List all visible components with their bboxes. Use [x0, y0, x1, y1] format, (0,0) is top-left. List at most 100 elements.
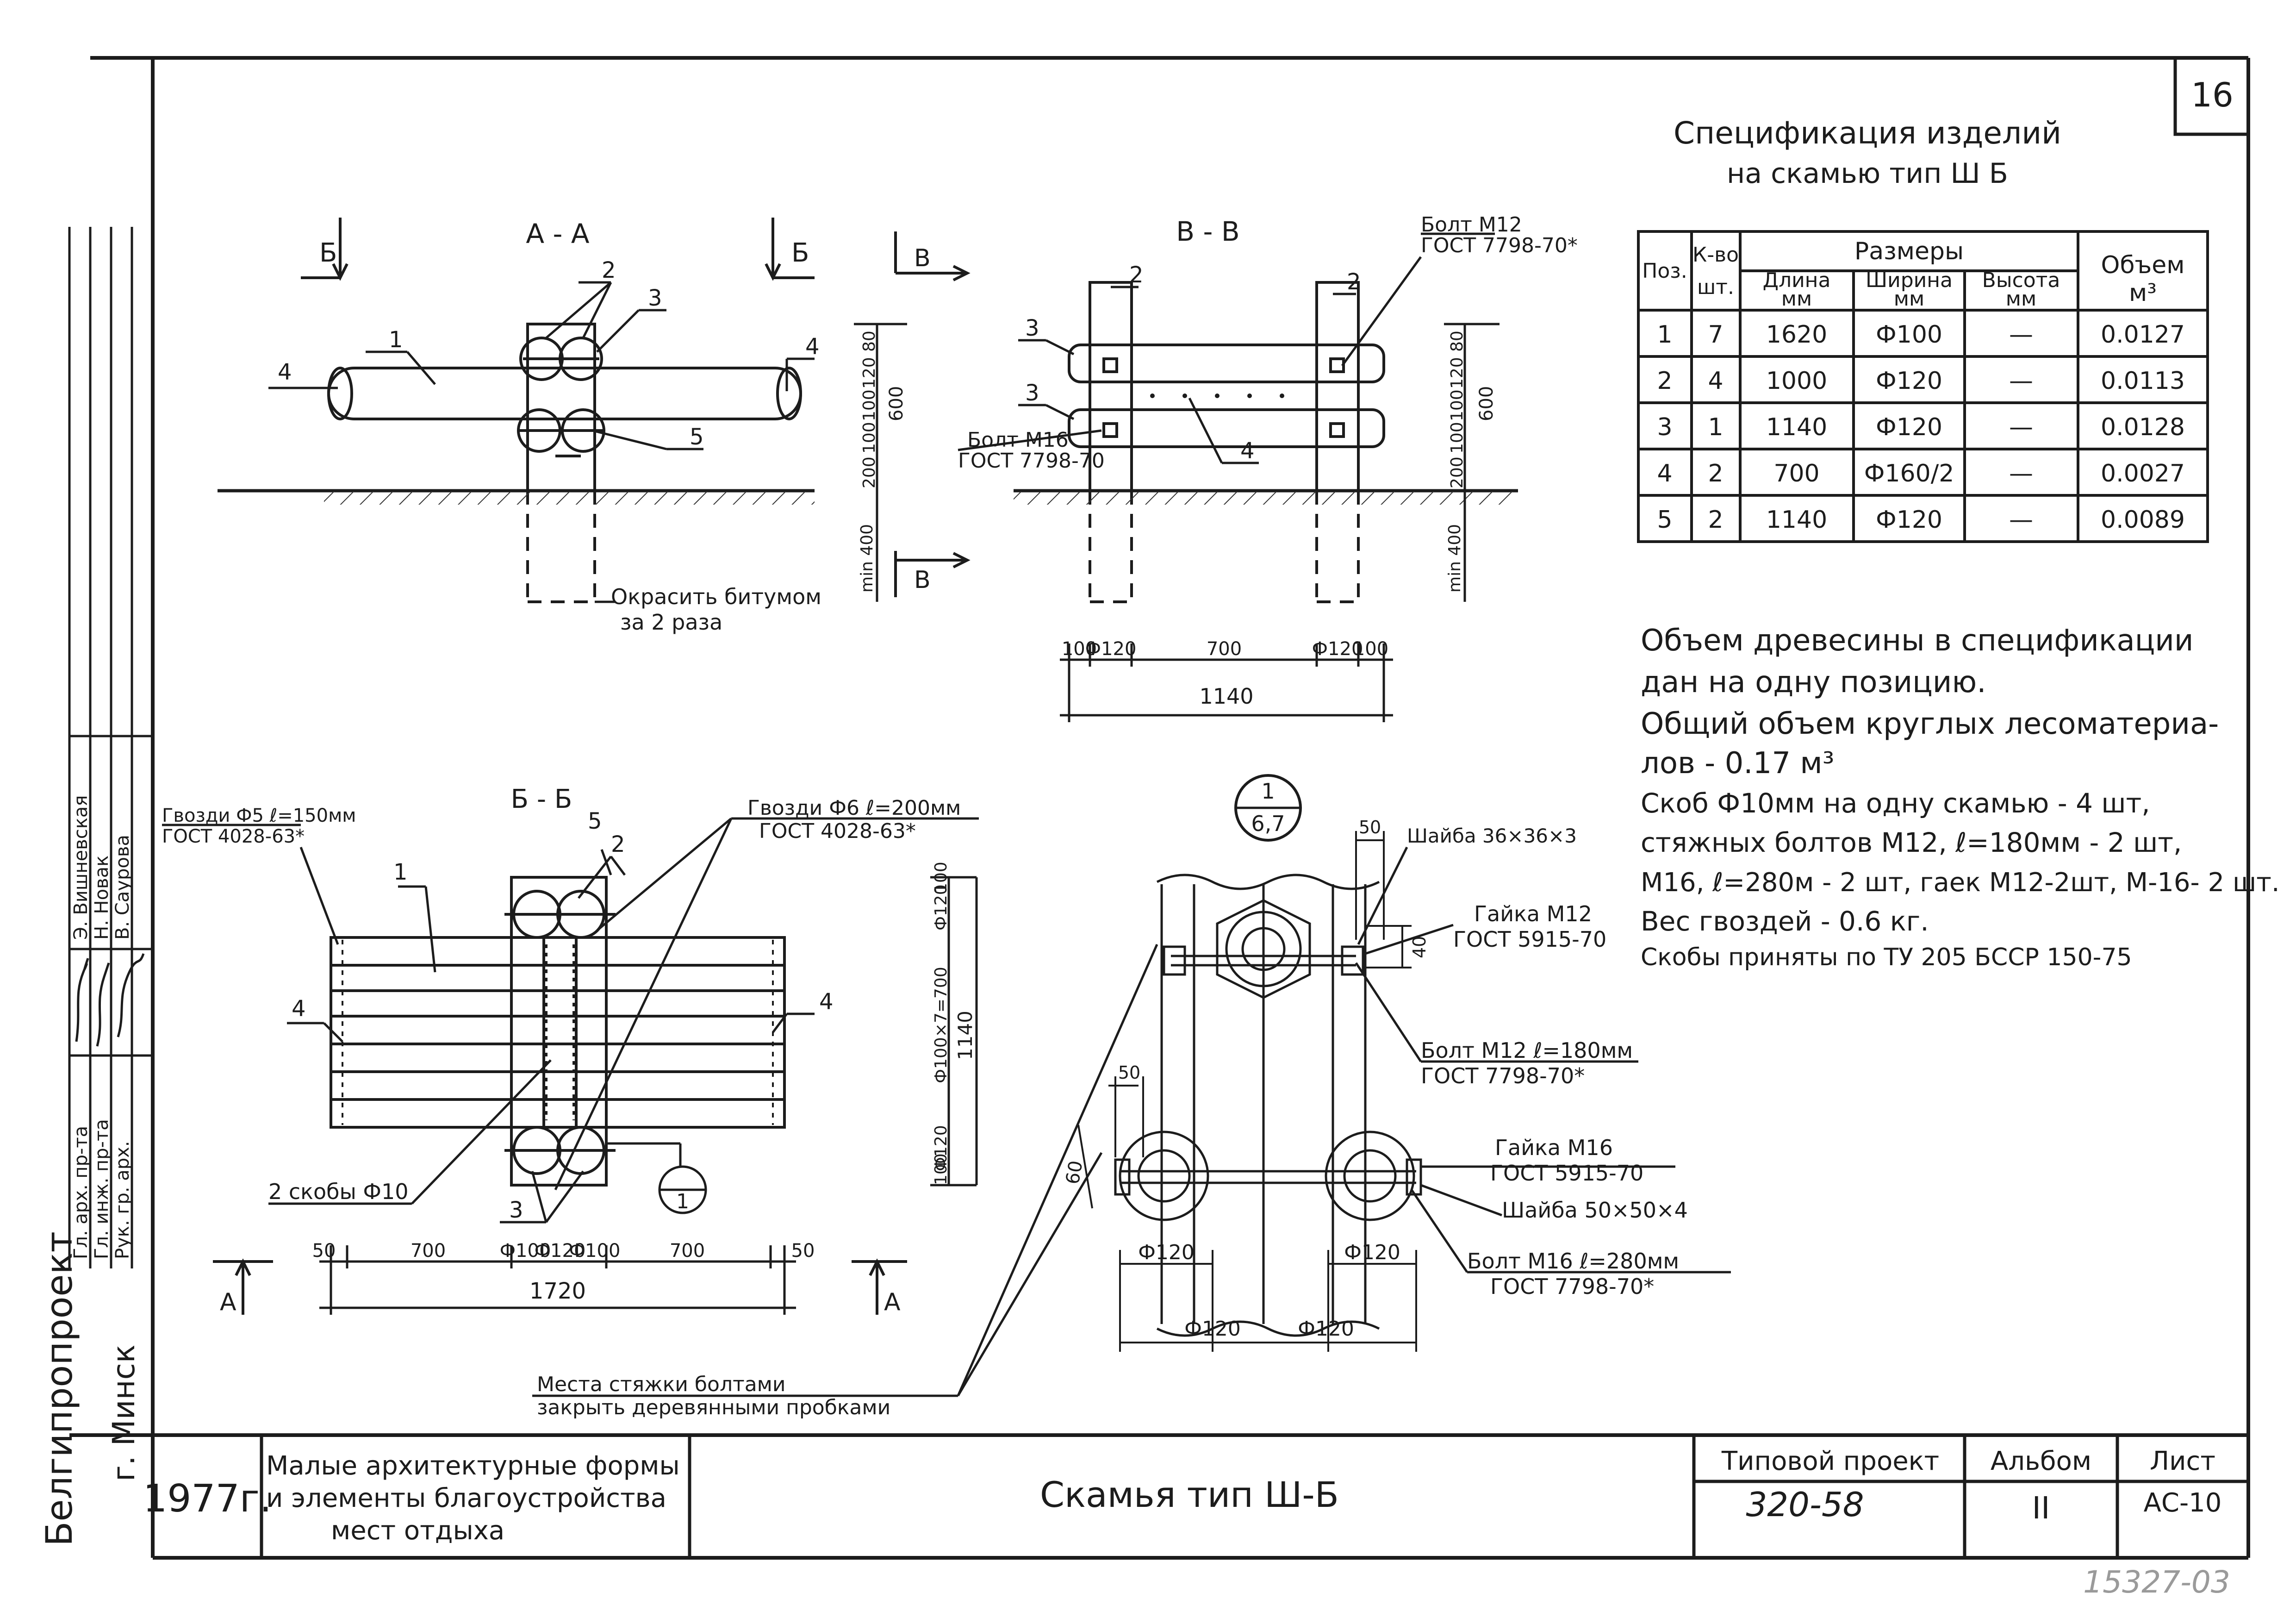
role-1: Гл. арх. пр-та [70, 1126, 92, 1259]
spec-row-1: 1 7 1620 Ф100 — 0.0127 [1657, 321, 2185, 349]
svg-text:80: 80 [860, 331, 879, 352]
svg-text:200: 200 [860, 456, 879, 488]
svg-text:100: 100 [932, 862, 951, 893]
svg-text:мм: мм [1781, 287, 1812, 311]
svg-text:Ф100×7=700: Ф100×7=700 [932, 967, 951, 1083]
svg-text:ГОСТ 7798-70: ГОСТ 7798-70 [958, 449, 1105, 473]
svg-text:1140: 1140 [1766, 413, 1827, 441]
svg-text:1: 1 [1657, 321, 1672, 349]
svg-text:Ф100: Ф100 [1876, 321, 1942, 349]
note-line-1: Объем древесины в спецификации [1641, 624, 2193, 658]
left-strip: Белгипропроект г. Минск Гл. арх. пр-та Г… [39, 227, 153, 1546]
svg-text:Ф120: Ф120 [1876, 367, 1942, 395]
svg-text:4: 4 [292, 996, 306, 1022]
svg-text:1620: 1620 [1766, 321, 1827, 349]
svg-text:—: — [2009, 321, 2033, 349]
svg-text:0.0027: 0.0027 [2101, 460, 2185, 487]
spec-section: Спецификация изделий на скамью тип Ш Б П… [1637, 115, 2209, 543]
svg-text:ГОСТ 7798-70*: ГОСТ 7798-70* [1421, 234, 1578, 257]
svg-text:ГОСТ 5915-70: ГОСТ 5915-70 [1490, 1161, 1643, 1186]
svg-text:Ф120: Ф120 [1138, 1241, 1195, 1264]
name-3: В. Саурова [112, 835, 133, 940]
svg-text:м³: м³ [2129, 279, 2157, 307]
view-b-b: Б - Б Гвозди Ф5 ℓ=150мм ГОСТ 402 [162, 784, 979, 1316]
note-line-9: Скобы приняты по ТУ 205 БССР 150-75 [1641, 943, 2132, 971]
svg-text:шт.: шт. [1697, 275, 1734, 299]
svg-text:2: 2 [1657, 367, 1672, 395]
svg-text:7: 7 [1708, 321, 1723, 349]
svg-text:Болт М12 ℓ=180мм: Болт М12 ℓ=180мм [1421, 1038, 1633, 1063]
svg-text:6,7: 6,7 [1251, 811, 1285, 836]
svg-text:Шайба 50×50×4: Шайба 50×50×4 [1502, 1198, 1688, 1223]
subject-line-1: Малые архитектурные формы [266, 1451, 680, 1481]
svg-text:К-во: К-во [1692, 243, 1739, 267]
svg-text:Ф120: Ф120 [932, 1125, 951, 1171]
svg-text:0.0127: 0.0127 [2101, 321, 2185, 349]
spec-table: Поз. К-во шт. Размеры Длина мм Ширина мм… [1637, 230, 2209, 543]
svg-text:1140: 1140 [1199, 684, 1253, 709]
svg-text:—: — [2009, 506, 2033, 534]
archive-stamp: 15327-03 [2083, 1564, 2230, 1600]
svg-text:2: 2 [1347, 269, 1361, 295]
svg-text:100: 100 [860, 422, 879, 454]
svg-text:Ф100: Ф100 [500, 1240, 551, 1262]
view-v-v-title: В - В [1176, 216, 1239, 247]
svg-text:А: А [220, 1288, 236, 1316]
svg-text:Ф120: Ф120 [932, 884, 951, 931]
project-label: Типовой проект [1721, 1446, 1939, 1476]
svg-text:Болт М16 ℓ=280мм: Болт М16 ℓ=280мм [1467, 1249, 1679, 1274]
svg-text:4: 4 [1708, 367, 1723, 395]
svg-text:5: 5 [588, 808, 602, 834]
spec-subtitle: на скамью тип Ш Б [1727, 157, 2008, 190]
svg-text:Размеры: Размеры [1854, 237, 1964, 265]
svg-text:3: 3 [1025, 315, 1039, 341]
svg-text:Объем: Объем [2101, 251, 2185, 279]
svg-text:1140: 1140 [1766, 506, 1827, 534]
svg-text:3: 3 [1025, 380, 1039, 406]
svg-text:—: — [2009, 460, 2033, 487]
svg-text:Б: Б [319, 238, 337, 268]
note-line-5: Скоб Ф10мм на одну скамью - 4 шт, [1641, 787, 2150, 819]
svg-text:50: 50 [312, 1240, 336, 1262]
album-label: Альбом [1991, 1446, 2091, 1476]
note-line-7: М16, ℓ=280м - 2 шт, гаек М12-2шт, М-16- … [1641, 868, 2280, 898]
svg-text:Шайба 36×36×3: Шайба 36×36×3 [1407, 824, 1577, 847]
view-b-b-title: Б - Б [511, 784, 572, 814]
svg-text:2 скобы Ф10: 2 скобы Ф10 [268, 1179, 409, 1204]
paint-note-2: за 2 раза [620, 610, 722, 635]
svg-text:5: 5 [1657, 506, 1672, 534]
svg-text:4: 4 [278, 359, 292, 385]
svg-text:min 400: min 400 [858, 524, 877, 593]
svg-text:Ф120: Ф120 [1085, 638, 1137, 660]
svg-text:закрыть деревянными пробками: закрыть деревянными пробками [537, 1396, 890, 1419]
svg-text:2: 2 [1708, 506, 1723, 534]
svg-text:В: В [914, 566, 931, 594]
svg-text:Ф100: Ф100 [569, 1240, 621, 1262]
svg-text:100: 100 [1448, 389, 1467, 421]
svg-text:мм: мм [2006, 287, 2036, 311]
svg-text:Ф120: Ф120 [1312, 638, 1363, 660]
svg-text:700: 700 [670, 1240, 705, 1262]
svg-text:2: 2 [1129, 262, 1144, 288]
signatures [75, 953, 145, 1047]
svg-text:Гайка М16: Гайка М16 [1495, 1135, 1613, 1160]
svg-text:60: 60 [1062, 1159, 1087, 1186]
svg-text:А: А [884, 1288, 901, 1316]
svg-text:120: 120 [860, 357, 879, 389]
svg-text:700: 700 [411, 1240, 446, 1262]
svg-text:200: 200 [1448, 456, 1467, 488]
svg-text:Ф120: Ф120 [1876, 506, 1942, 534]
drawing-name: Скамья тип Ш-Б [1040, 1474, 1339, 1515]
svg-text:50: 50 [1359, 817, 1381, 837]
svg-text:ГОСТ 4028-63*: ГОСТ 4028-63* [759, 819, 916, 843]
svg-text:600: 600 [886, 386, 907, 421]
svg-text:600: 600 [1476, 386, 1497, 421]
svg-text:2: 2 [611, 831, 625, 857]
svg-text:100: 100 [1448, 422, 1467, 454]
view-v-v: В - В В В [894, 213, 1578, 722]
svg-text:Гайка М12: Гайка М12 [1474, 901, 1592, 926]
svg-text:1: 1 [389, 327, 403, 353]
spec-title: Спецификация изделий [1674, 115, 2061, 151]
svg-text:0.0128: 0.0128 [2101, 413, 2185, 441]
svg-text:4: 4 [819, 989, 834, 1015]
